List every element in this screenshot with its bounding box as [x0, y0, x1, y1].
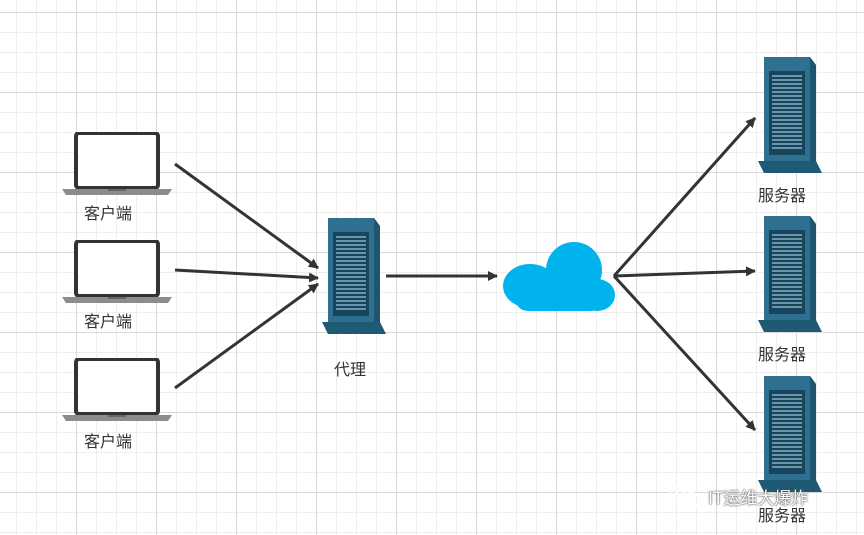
laptop-icon — [62, 358, 172, 422]
edge-client-3-proxy — [174, 282, 319, 390]
server-icon — [758, 57, 822, 173]
edge-cloud-server-1 — [612, 117, 757, 277]
server-icon — [758, 216, 822, 332]
edge-cloud-server-2 — [613, 266, 756, 278]
edge-client-2-proxy — [174, 268, 319, 283]
server-label: 服务器 — [758, 506, 807, 525]
server-icon — [322, 218, 386, 334]
client-label: 客户端 — [84, 432, 133, 451]
server-icon — [758, 376, 822, 492]
client-label: 客户端 — [84, 312, 133, 331]
laptop-icon — [62, 240, 172, 304]
wechat-icon — [668, 484, 702, 509]
client-label: 客户端 — [84, 204, 133, 223]
server-label: 服务器 — [758, 345, 807, 364]
edge-cloud-server-3 — [612, 274, 757, 432]
edge-client-1-proxy — [174, 162, 319, 270]
proxy-label: 代理 — [334, 360, 367, 379]
laptop-icon — [62, 132, 172, 196]
server-label: 服务器 — [758, 186, 807, 205]
watermark-text: IT运维大爆炸 — [708, 489, 809, 509]
watermark: IT运维大爆炸 — [668, 484, 808, 509]
edges — [174, 117, 757, 432]
cloud-icon — [503, 242, 615, 311]
